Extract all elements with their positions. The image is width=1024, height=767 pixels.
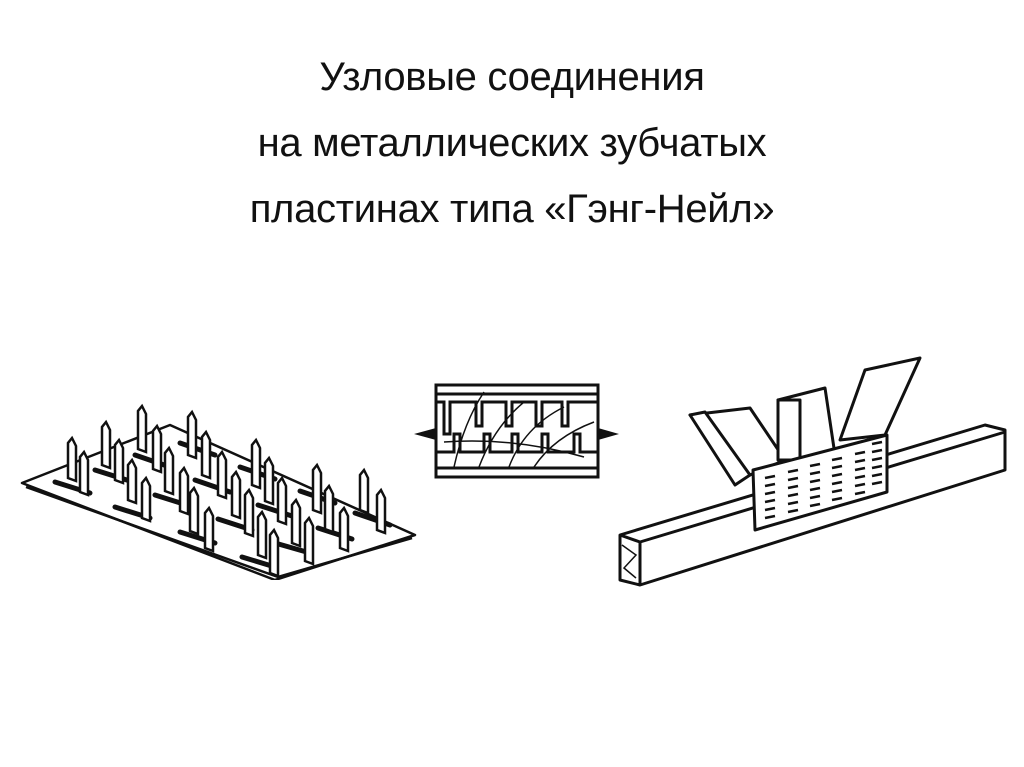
joint-section-illustration — [414, 382, 619, 482]
slide-title: Узловые соединения на металлических зубч… — [0, 44, 1024, 242]
truss-node-illustration — [600, 340, 1010, 600]
truss-node-with-plate-icon — [618, 356, 1007, 587]
toothed-plate-illustration — [20, 395, 430, 580]
title-line-2: на металлических зубчатых — [257, 121, 767, 165]
wood-joint-cross-section-icon — [414, 383, 619, 479]
toothed-metal-plate-icon — [20, 403, 417, 580]
title-line-1: Узловые соединения — [319, 55, 705, 99]
title-line-3: пластинах типа «Гэнг-Нейл» — [249, 187, 775, 231]
